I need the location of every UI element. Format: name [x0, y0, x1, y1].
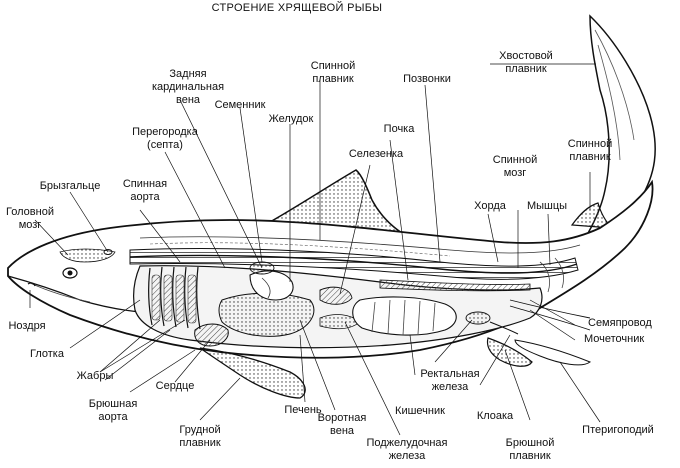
- label-rectal-gland: Ректальная железа: [420, 368, 480, 393]
- label-posterior-cardinal-vein: Задняя кардинальная вена: [151, 68, 225, 106]
- label-testis: Семенник: [214, 99, 266, 111]
- label-ureter: Мочеточник: [584, 333, 645, 345]
- label-brain: Головной мозг: [6, 206, 54, 231]
- label-liver: Печень: [284, 404, 322, 416]
- label-intestine: Кишечник: [395, 405, 445, 417]
- kidney: [379, 279, 531, 292]
- label-stomach: Желудок: [268, 113, 314, 125]
- label-muscles: Мышцы: [526, 200, 568, 212]
- brain: [59, 248, 116, 263]
- dorsal-fin-1: [267, 169, 411, 239]
- label-gills: Жабры: [76, 370, 114, 382]
- gill-slits: [148, 266, 201, 330]
- leader-lines: [29, 63, 601, 436]
- label-spleen: Селезенка: [348, 148, 404, 160]
- label-vertebrae: Позвонки: [403, 73, 451, 85]
- label-nostril: Ноздря: [8, 320, 46, 332]
- rectal-gland: [465, 311, 491, 325]
- stomach: [249, 270, 294, 301]
- label-pelvic-fin: Брюшной плавник: [505, 437, 555, 462]
- clasper: [514, 339, 592, 366]
- spleen: [319, 286, 353, 305]
- diagram-title: СТРОЕНИЕ ХРЯЩЕВОЙ РЫБЫ: [211, 2, 383, 14]
- label-heart: Сердце: [155, 380, 195, 392]
- pectoral-fin: [199, 347, 306, 399]
- label-spiracle: Брызгальце: [39, 180, 101, 192]
- label-vas-deferens: Семяпровод: [588, 317, 652, 329]
- heart: [194, 323, 229, 347]
- pelvic-fin: [486, 337, 533, 367]
- label-ventral-aorta: Брюшная аорта: [88, 398, 138, 423]
- label-septum: Перегородка (септа): [132, 126, 198, 151]
- label-pectoral-fin: Грудной плавник: [179, 424, 221, 449]
- label-clasper: Птеригоподий: [582, 424, 654, 436]
- nostril: [27, 282, 36, 287]
- label-cloaca: Клоака: [476, 410, 514, 422]
- label-dorsal-fin-1: Спинной плавник: [310, 60, 356, 85]
- intestine: [352, 296, 457, 336]
- label-pharynx: Глотка: [30, 348, 64, 360]
- label-caudal-fin: Хвостовой плавник: [499, 50, 553, 75]
- label-pancreas: Поджелудочная железа: [366, 437, 448, 462]
- label-dorsal-aorta: Спинная аорта: [122, 178, 168, 203]
- label-dorsal-fin-2: Спинной плавник: [567, 138, 613, 163]
- label-kidney: Почка: [383, 123, 415, 135]
- label-notochord: Хорда: [474, 200, 506, 212]
- label-spinal-cord: Спинной мозг: [492, 154, 538, 179]
- label-portal-vein: Воротная вена: [317, 412, 367, 437]
